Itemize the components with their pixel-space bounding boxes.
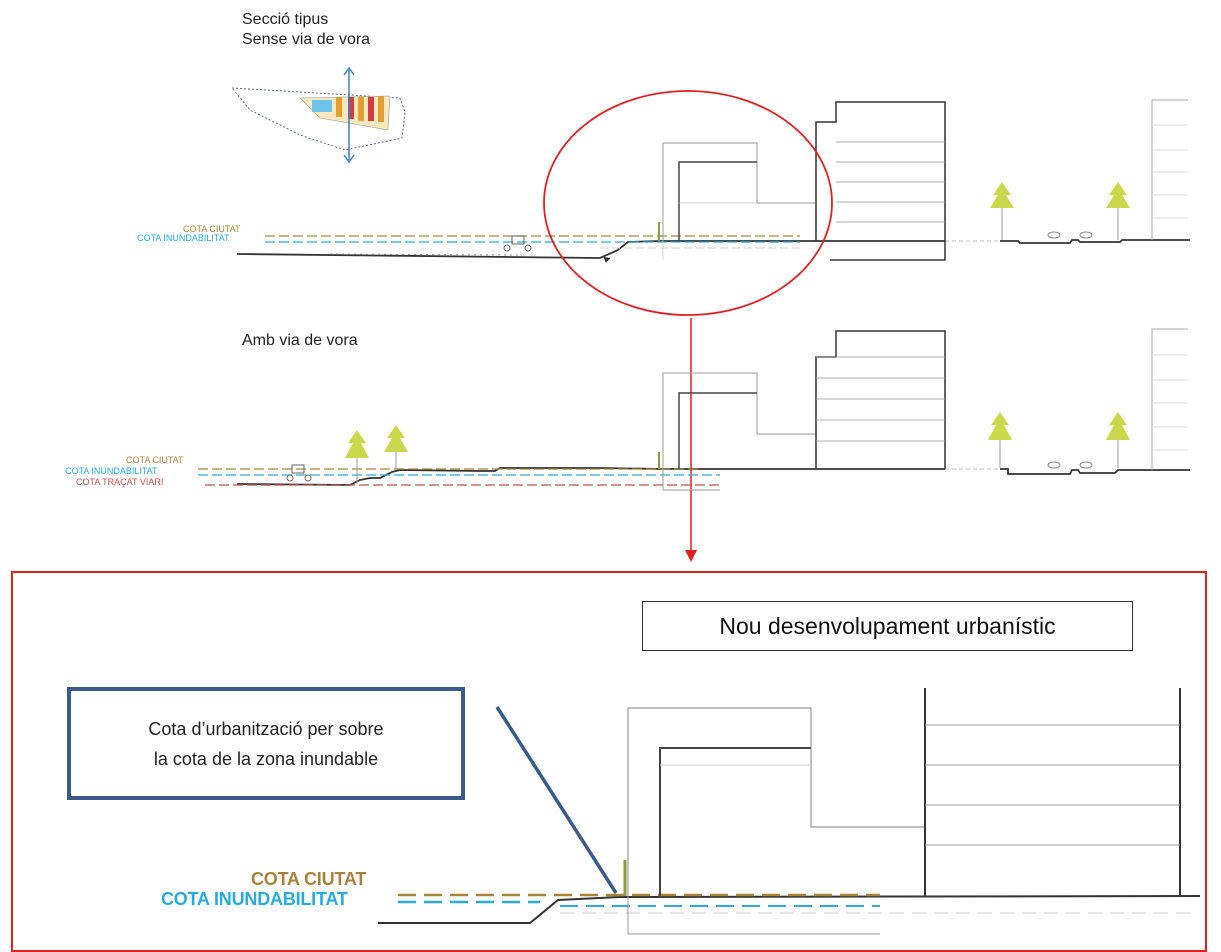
tree-icon [384, 425, 408, 470]
callout-line1: Cota d’urbanització per sobre [148, 718, 384, 739]
label-cota-inundabilitat: COTA INUNDABILITAT [137, 233, 230, 243]
tree-icon [1106, 182, 1130, 240]
section-detail [378, 688, 1201, 935]
label-cota-inundabilitat: COTA INUNDABILITAT [65, 466, 158, 476]
tree-icon [1106, 412, 1130, 468]
section-title-amb-via: Amb via de vora [242, 332, 358, 349]
section-middle [198, 328, 1190, 491]
key-plan-sketch [230, 66, 406, 164]
label-cota-ciutat: COTA CIUTAT [183, 224, 241, 234]
callout-line2: la cota de la zona inundable [153, 748, 379, 769]
tree-icon [345, 430, 369, 484]
label-cota-tracat-viari: COTA TRAÇAT VIARI [76, 477, 164, 487]
section-title-line1: Secció tipus [242, 11, 329, 28]
section-top [236, 99, 1190, 263]
detail-frame [11, 571, 1207, 952]
label-cota-ciutat: COTA CIUTAT [126, 455, 184, 465]
section-title-line2: Sense via de vora [242, 31, 371, 48]
highlight-ellipse [543, 90, 833, 316]
tree-icon [988, 412, 1012, 468]
tree-icon [990, 182, 1014, 240]
callout-box: Cota d’urbanització per sobre la cota de… [67, 687, 465, 800]
detail-heading: Nou desenvolupament urbanístic [719, 612, 1056, 639]
detail-heading-box: Nou desenvolupament urbanístic [642, 601, 1133, 651]
label-cota-inundabilitat-large: COTA INUNDABILITAT [161, 889, 348, 909]
label-cota-ciutat-large: COTA CIUTAT [251, 869, 367, 889]
callout-leader-line [495, 706, 618, 894]
